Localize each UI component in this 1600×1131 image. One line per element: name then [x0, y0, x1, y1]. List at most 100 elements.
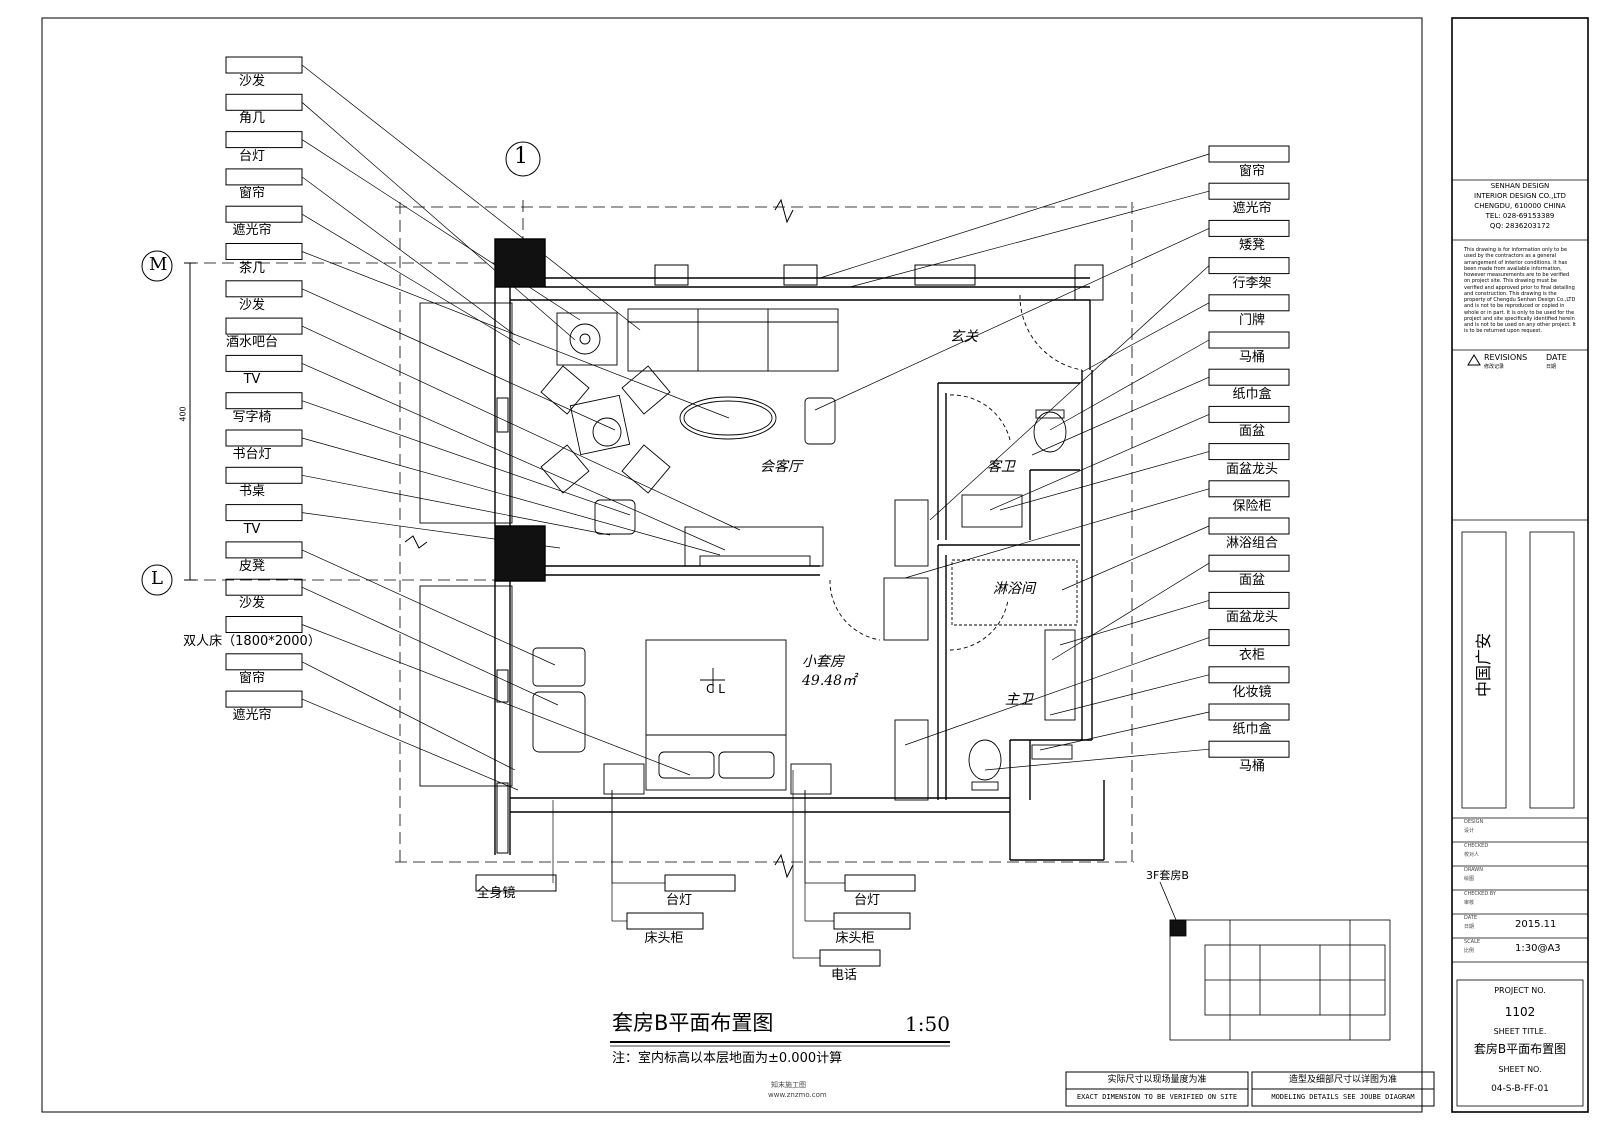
- dim-value: 400: [178, 406, 188, 422]
- label-lamp-right: 台灯: [853, 893, 881, 908]
- left-label-12: TV: [243, 521, 261, 537]
- tb-city: CHENGDU, 610000 CHINA: [1474, 202, 1566, 210]
- right-label-3: 行李架: [1232, 275, 1272, 291]
- wardrobes-doors: [829, 294, 1083, 801]
- left-label-9: 写字椅: [232, 409, 272, 425]
- grid-label-1: 1: [514, 144, 528, 169]
- tb-revisions: REVISIONS: [1484, 353, 1528, 362]
- tb-date-label-cn: 日期: [1464, 924, 1475, 930]
- left-label-5: 茶几: [238, 260, 266, 276]
- tb-sheet-title: 套房B平面布置图: [1473, 1042, 1567, 1056]
- tb-tel: TEL: 028-69153389: [1485, 212, 1555, 220]
- right-label-7: 面盆: [1238, 424, 1266, 440]
- left-label-boxes: [225, 56, 916, 967]
- titleblock-frame: [1451, 17, 1589, 1113]
- tb-f3: DRAWN: [1464, 867, 1483, 873]
- center-mark: C L: [706, 682, 725, 696]
- tb-f1b: 设计: [1464, 828, 1475, 834]
- left-label-15: 双人床（1800*2000）: [183, 633, 321, 649]
- left-label-14: 沙发: [238, 596, 266, 612]
- drawing-note: 注：室内标高以本层地面为±0.000计算: [612, 1051, 843, 1066]
- left-label-16: 窗帘: [238, 670, 266, 686]
- left-label-1: 角几: [238, 111, 266, 127]
- tb-company2: INTERIOR DESIGN CO.,LTD: [1474, 192, 1566, 200]
- stamp-left-cn: 实际尺寸以现场量度为准: [1107, 1075, 1207, 1085]
- right-label-5: 马桶: [1238, 350, 1266, 365]
- drawing-scale: 1:50: [905, 1012, 950, 1036]
- left-label-17: 遮光帘: [232, 708, 272, 724]
- tb-company: SENHAN DESIGN: [1490, 182, 1550, 190]
- window-frames: [496, 264, 1104, 854]
- tb-revisions-cn: 修改记录: [1484, 364, 1505, 370]
- left-label-11: 书桌: [238, 484, 266, 500]
- tb-project-name: 中国广安: [1474, 632, 1493, 698]
- room-living: 会客厅: [760, 459, 802, 475]
- key-plan: [1159, 881, 1391, 1041]
- tb-sheet-no: 04-S-B-FF-01: [1491, 1084, 1549, 1094]
- right-label-10: 淋浴组合: [1225, 536, 1279, 551]
- left-label-3: 窗帘: [238, 185, 266, 201]
- tb-f1: DESIGN: [1464, 819, 1484, 825]
- right-label-16: 马桶: [1238, 759, 1266, 775]
- revision-triangle-icon: [1467, 354, 1481, 366]
- tb-f2b: 校对人: [1464, 852, 1480, 858]
- left-label-8: TV: [243, 372, 261, 388]
- tb-date: DATE: [1546, 353, 1567, 362]
- left-label-4: 遮光帘: [232, 223, 272, 239]
- tb-scale-label-cn: 比例: [1464, 948, 1475, 954]
- right-label-13: 衣柜: [1238, 647, 1266, 663]
- left-label-2: 台灯: [238, 148, 266, 164]
- leader-lines: [301, 64, 1210, 959]
- tb-sheet-title-label: SHEET TITLE.: [1493, 1027, 1547, 1036]
- tb-scale-label: SCALE: [1464, 939, 1481, 945]
- bathroom-fixtures: [951, 409, 1078, 791]
- right-label-15: 纸巾盒: [1232, 722, 1272, 737]
- tb-f2: CHECKED: [1464, 843, 1489, 849]
- right-label-6: 纸巾盒: [1232, 387, 1272, 403]
- left-label-0: 沙发: [238, 74, 266, 89]
- left-label-10: 书台灯: [232, 447, 272, 462]
- drawing-title: 套房B平面布置图: [612, 1011, 774, 1035]
- stamp-right-en: MODELING DETAILS SEE JOUBE DIAGRAM: [1271, 1093, 1415, 1101]
- titleblock-lines: [1452, 179, 1588, 1107]
- break-marks: [404, 198, 794, 879]
- stamp-left-en: EXACT DIMENSION TO BE VERIFIED ON SITE: [1076, 1093, 1238, 1101]
- walls: [494, 238, 1105, 861]
- tb-qq: QQ: 2836203172: [1489, 222, 1551, 230]
- furniture-living: [419, 302, 839, 567]
- label-mirror: 全身镜: [476, 886, 516, 901]
- tb-disclaimer: This drawing is for information only to …: [1464, 247, 1576, 335]
- watermark-cn: 知末施工图: [771, 1081, 806, 1089]
- right-label-14: 化妆镜: [1232, 684, 1272, 700]
- label-phone: 电话: [830, 968, 858, 983]
- label-lamp-left: 台灯: [665, 893, 693, 908]
- left-label-13: 皮凳: [238, 558, 266, 574]
- right-label-11: 面盆: [1238, 573, 1266, 589]
- room-suite: 小套房: [802, 654, 844, 670]
- sheet-border: [41, 17, 1423, 1113]
- tb-sheet-no-label: SHEET NO.: [1498, 1065, 1542, 1074]
- right-label-4: 门牌: [1238, 312, 1266, 328]
- stamp-right-cn: 造型及细部尺寸以详图为准: [1288, 1075, 1398, 1085]
- furniture-bedroom: [419, 585, 832, 795]
- grid-label-m: M: [149, 254, 168, 275]
- right-label-12: 面盆龙头: [1225, 610, 1279, 626]
- tb-date-label: DATE: [1464, 915, 1478, 921]
- right-label-8: 面盆龙头: [1225, 461, 1279, 477]
- right-label-1: 遮光帘: [1232, 201, 1272, 217]
- room-entry: 玄关: [950, 329, 978, 345]
- grid-bubble-m: [141, 250, 173, 282]
- tb-f4b: 审核: [1464, 900, 1475, 906]
- grid-label-l: L: [151, 568, 163, 589]
- left-label-7: 酒水吧台: [225, 335, 279, 351]
- dashed-grid: [186, 200, 1134, 865]
- room-guest-wc: 客卫: [987, 459, 1015, 475]
- room-shower: 淋浴间: [993, 581, 1035, 597]
- keyplan-label: 3F套房B: [1146, 869, 1189, 882]
- room-area: 49.48㎡: [802, 673, 857, 689]
- right-label-0: 窗帘: [1238, 164, 1266, 179]
- tb-date-cn: 日期: [1546, 364, 1557, 370]
- right-label-9: 保险柜: [1232, 498, 1272, 514]
- label-nightstand-left: 床头柜: [644, 931, 684, 946]
